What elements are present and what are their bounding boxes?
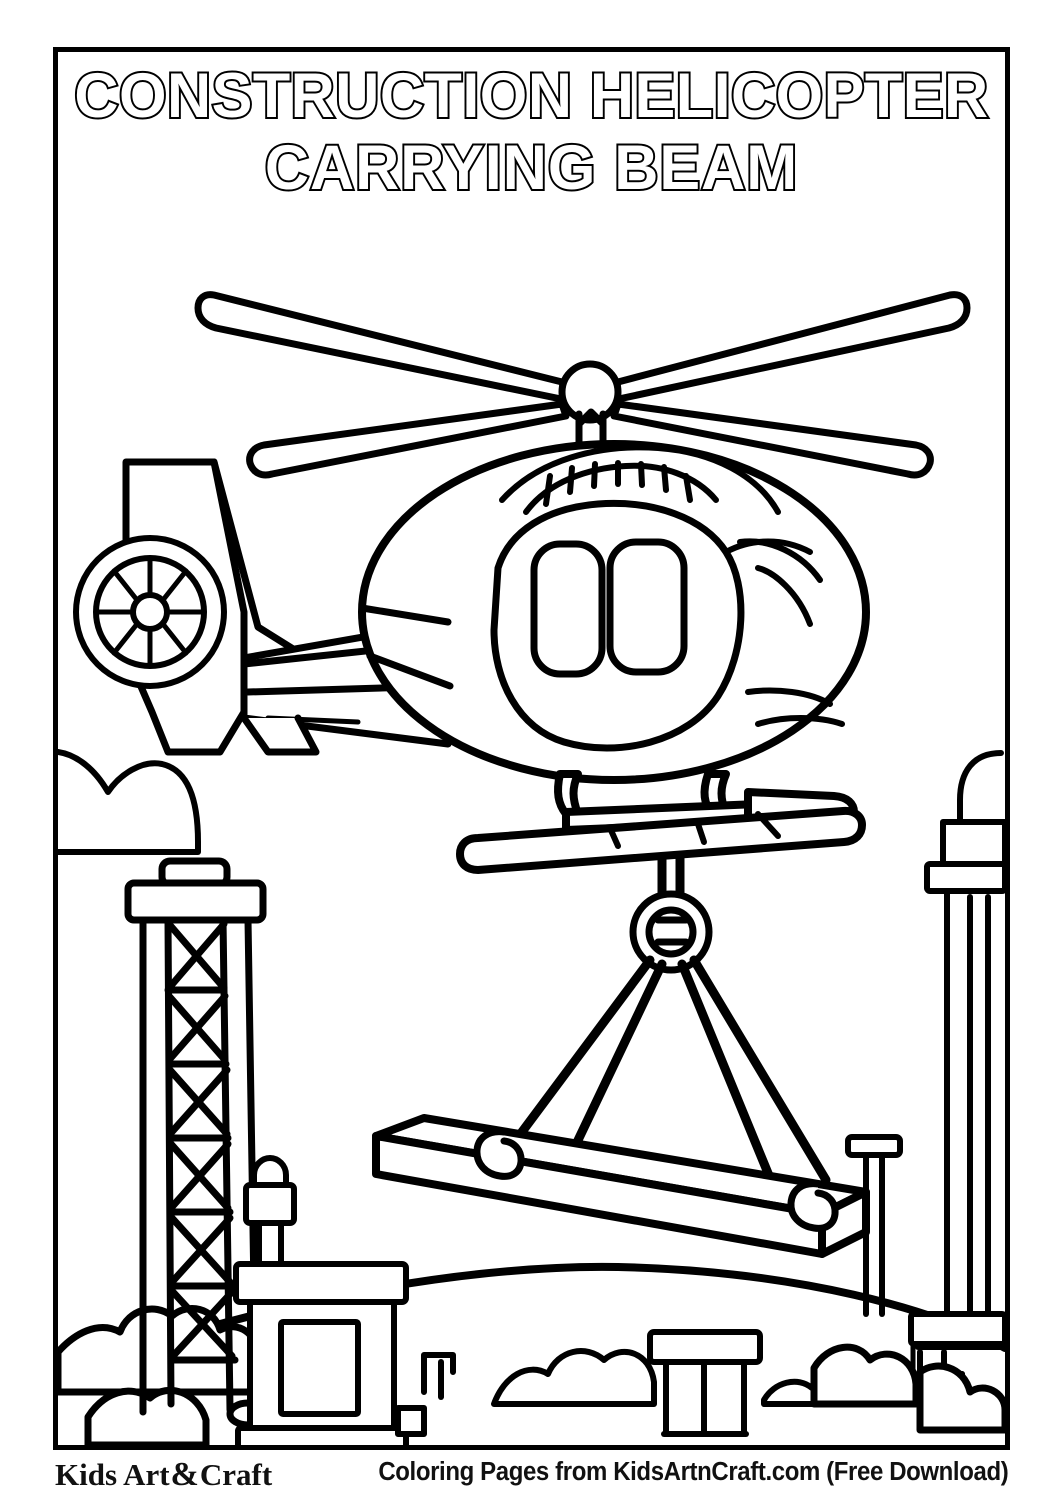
cockpit-windows [490, 499, 845, 752]
credit-text: Coloring Pages from KidsArtnCraft.com (F… [378, 1458, 1009, 1486]
cloud-icon [58, 749, 201, 855]
bush-cluster-right [810, 1343, 1005, 1434]
tail-rotor [73, 535, 227, 689]
brand-right-text: Craft [199, 1457, 273, 1492]
beam-lifting-rings [473, 1128, 839, 1232]
ground-posts-left [395, 1352, 456, 1437]
ground-pillar-center [647, 1329, 763, 1437]
landing-skids [456, 770, 866, 874]
main-rotor [194, 291, 971, 479]
cockpit-vent [499, 444, 781, 515]
page-footer: Kids Art&Craft Coloring Pages from KidsA… [53, 1458, 1010, 1496]
brand-left-text: Kids Art [55, 1457, 170, 1492]
coloring-illustration [58, 291, 1005, 1445]
control-booth [233, 1155, 409, 1445]
brand-logo: Kids Art&Craft [53, 1458, 272, 1492]
sling-cables [505, 955, 831, 1185]
ampersand-icon: & [170, 1456, 199, 1493]
page-border-frame: CONSTRUCTION HELICOPTER CARRYING BEAM [53, 47, 1010, 1450]
steel-beam [372, 1114, 870, 1258]
cargo-hook [629, 853, 713, 974]
lattice-crane-tower [124, 857, 270, 1429]
ground-hill [58, 1262, 1005, 1381]
